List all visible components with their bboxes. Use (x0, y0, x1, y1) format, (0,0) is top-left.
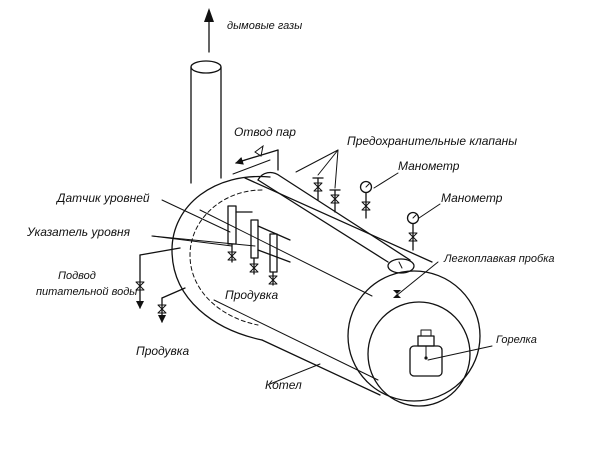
pressure-gauge-2 (406, 211, 420, 251)
label-feedwater-2: питательной воды (36, 286, 137, 298)
label-burner: Горелка (496, 334, 537, 346)
pressure-gauge-1 (359, 180, 373, 219)
label-level-indicator: Указатель уровня (26, 225, 131, 239)
steam-drum (257, 171, 415, 274)
label-blowdown-upper: Продувка (225, 288, 278, 302)
boiler-shell (171, 175, 481, 407)
label-safety-valves: Предохранительные клапаны (347, 134, 517, 148)
safety-valve-1 (312, 177, 324, 201)
lower-blowdown (157, 287, 186, 323)
label-fusible-plug: Легкоплавкая пробка (443, 253, 555, 265)
level-indicator-1 (249, 219, 291, 275)
label-feedwater-1: Подвод (58, 270, 96, 282)
label-blowdown-lower: Продувка (136, 344, 189, 358)
level-indicator-2 (268, 233, 278, 286)
flue-gas-arrow (204, 8, 214, 53)
label-pressure-gauge-1: Манометр (398, 159, 460, 173)
label-level-sensor: Датчик уровней (55, 191, 150, 205)
label-steam-outlet: Отвод пар (234, 125, 296, 139)
label-boiler: Котел (265, 378, 302, 392)
chimney (190, 60, 222, 184)
label-pressure-gauge-2: Манометр (441, 191, 503, 205)
leader-lines (151, 149, 493, 385)
feedwater-line (135, 247, 181, 309)
safety-valve-2 (329, 189, 341, 213)
steam-outlet (235, 144, 279, 171)
label-flue-gases: дымовые газы (227, 20, 302, 32)
burner (409, 329, 443, 377)
fusible-plug (393, 290, 401, 298)
level-sensor (227, 205, 253, 263)
